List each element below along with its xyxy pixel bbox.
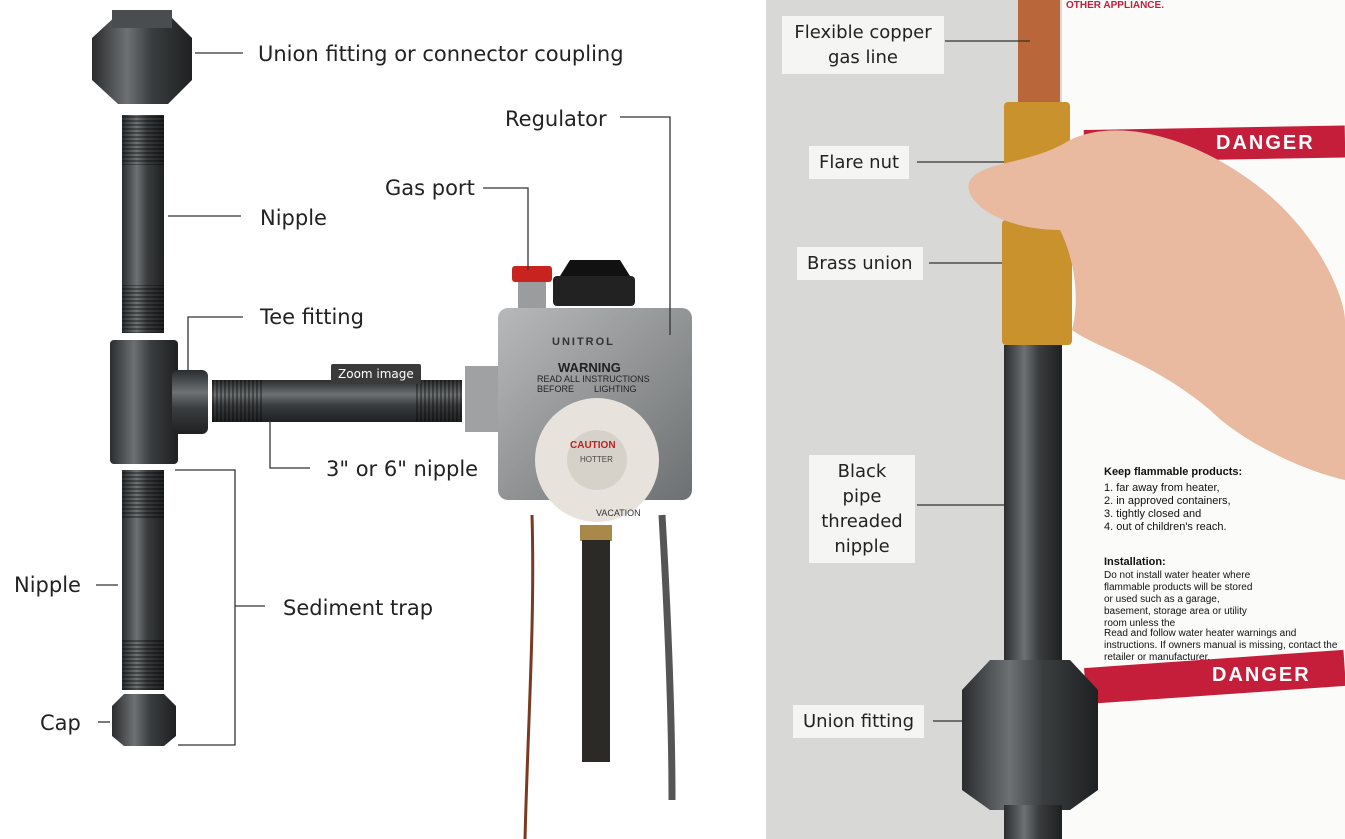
- sign-install-title: Installation:: [1104, 556, 1166, 568]
- sign-header: OTHER APPLIANCE.: [1066, 0, 1164, 11]
- fitting-diagram: [92, 10, 692, 839]
- side-nipple-part: [212, 380, 462, 422]
- union-fitting-part: [92, 10, 192, 104]
- dial-hotter: HOTTER: [580, 455, 613, 464]
- cap-part: [112, 694, 176, 746]
- valve-warning-sub1: READ ALL INSTRUCTIONS: [537, 374, 650, 384]
- nipple-top-label: Nipple: [260, 206, 327, 230]
- brass-union-label: Brass union: [797, 247, 923, 280]
- side-nipple-label: 3" or 6" nipple: [326, 457, 479, 481]
- gas-port-label: Gas port: [385, 176, 475, 200]
- union-fitting-label: Union fitting or connector coupling: [258, 42, 624, 66]
- gas-control-valve: [465, 260, 692, 839]
- valve-warning: WARNING: [558, 360, 621, 375]
- copper-line-label: Flexible copper gas line: [782, 16, 944, 74]
- union-fitting-right-label: Union fitting: [793, 705, 925, 738]
- valve-warning-sub2: BEFORE LIGHTING: [537, 384, 637, 394]
- sediment-trap-label: Sediment trap: [283, 596, 434, 620]
- sign-danger-2: DANGER: [1212, 664, 1311, 686]
- sign-keep-list: 1. far away from heater, 2. in approved …: [1104, 482, 1231, 533]
- tee-fitting-label: Tee fitting: [260, 305, 364, 329]
- black-pipe-label: Black pipe threaded nipple: [809, 455, 915, 563]
- nipple-bottom-label: Nipple: [14, 573, 81, 597]
- valve-brand: UNITROL: [552, 336, 615, 348]
- sign-danger-1: DANGER: [1216, 132, 1315, 154]
- leader-lines: [96, 52, 671, 746]
- cap-label: Cap: [40, 711, 81, 735]
- tee-fitting-part: [110, 340, 208, 464]
- sign-keep-title: Keep flammable products:: [1104, 466, 1243, 478]
- dial-vacation: VACATION: [596, 508, 641, 518]
- dial-caution: CAUTION: [570, 440, 616, 451]
- nipple-bottom-part: [122, 470, 164, 690]
- regulator-label: Regulator: [505, 107, 607, 131]
- zoom-image-tooltip[interactable]: Zoom image: [331, 364, 421, 384]
- flare-nut-label: Flare nut: [809, 146, 910, 179]
- sign-install-text: Do not install water heater where flamma…: [1104, 570, 1253, 629]
- sign-read-follow: Read and follow water heater warnings an…: [1104, 628, 1338, 663]
- nipple-top-part: [122, 115, 164, 333]
